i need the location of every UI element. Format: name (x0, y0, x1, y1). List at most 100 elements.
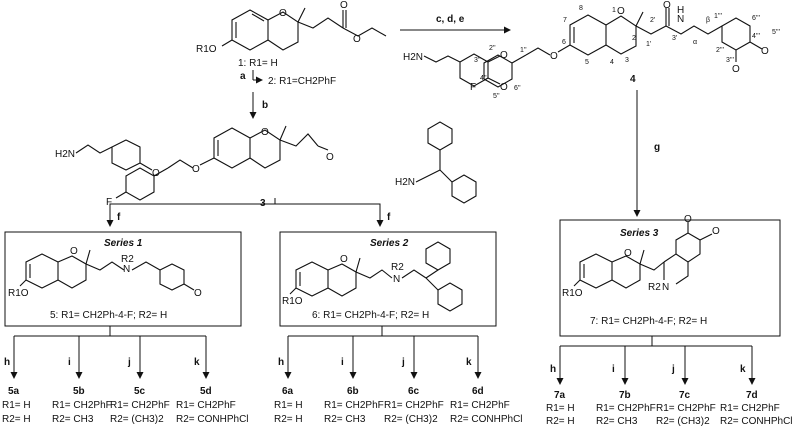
series-2-caption: 6: R1= CH2Ph-4-F; R2= H (312, 310, 429, 321)
svg-text:β: β (706, 17, 710, 24)
svg-text:2': 2' (650, 17, 655, 24)
product-r1: R1= H (2, 400, 31, 411)
product-r1: R1= CH2PhF (656, 403, 716, 414)
svg-text:O: O (192, 164, 200, 175)
svg-text:7: 7 (563, 17, 567, 24)
step-b-label: b (262, 100, 268, 111)
product-id: 7a (554, 390, 566, 401)
svg-text:2'': 2'' (489, 45, 496, 52)
diphenylethylamine-reagent: H2N (395, 121, 477, 204)
series-1-caption: 5: R1= CH2Ph-4-F; R2= H (50, 310, 167, 321)
product-step-label: h (550, 364, 556, 375)
svg-text:N: N (662, 282, 669, 293)
product-step-label: j (127, 357, 131, 368)
atom-O: O (353, 34, 361, 45)
svg-text:5''': 5''' (772, 29, 780, 36)
product-step-label: k (740, 364, 746, 375)
svg-text:F: F (470, 82, 476, 93)
svg-text:N: N (123, 264, 130, 275)
series-2-title: Series 2 (370, 238, 409, 249)
product-r2: R2= (CH3)2 (384, 414, 438, 425)
svg-text:R2: R2 (121, 254, 134, 265)
svg-text:1': 1' (646, 41, 651, 48)
atom-R1O: R1O (196, 44, 217, 55)
svg-text:N: N (677, 14, 684, 25)
product-id: 6a (282, 386, 294, 397)
compound-1-label: 1: R1= H (238, 58, 278, 69)
series-3-box (559, 219, 781, 337)
product-r2: R2= CONHPhCl (176, 414, 249, 425)
atom-O: O (279, 8, 287, 19)
svg-text:R2: R2 (391, 262, 404, 273)
svg-text:O: O (663, 0, 671, 11)
svg-text:N: N (393, 274, 400, 285)
product-r1: R1= CH2PhF (324, 400, 384, 411)
svg-text:H2N: H2N (395, 177, 415, 188)
svg-text:O: O (624, 248, 632, 259)
product-id: 5d (200, 386, 212, 397)
svg-text:1''': 1''' (714, 13, 722, 20)
step-g-label: g (654, 142, 660, 153)
product-r1: R1= CH2PhF (384, 400, 444, 411)
svg-text:3''': 3''' (726, 57, 734, 64)
svg-text:2: 2 (632, 35, 636, 42)
svg-text:6: 6 (562, 39, 566, 46)
product-step-label: h (4, 357, 10, 368)
product-r2: R2= CH3 (596, 416, 638, 427)
svg-text:O: O (326, 152, 334, 163)
svg-text:5: 5 (585, 59, 589, 66)
product-id: 7c (679, 390, 691, 401)
svg-text:6''': 6''' (752, 15, 760, 22)
compound-3-structure: O O O F (106, 125, 334, 208)
svg-text:R2: R2 (648, 282, 661, 293)
svg-text:O: O (152, 168, 160, 179)
svg-text:3: 3 (625, 57, 629, 64)
product-r2: R2= H (2, 414, 31, 425)
product-id: 6c (408, 386, 420, 397)
svg-text:O: O (500, 82, 508, 93)
series-3-branches (556, 336, 756, 385)
svg-text:1: 1 (612, 7, 616, 14)
svg-text:F: F (106, 197, 112, 208)
series-3-title: Series 3 (620, 228, 659, 239)
product-r1: R1= CH2PhF (176, 400, 236, 411)
svg-text:4''': 4''' (752, 33, 760, 40)
product-r1: R1= CH2PhF (720, 403, 780, 414)
svg-text:5'': 5'' (493, 93, 500, 100)
product-id: 6b (347, 386, 359, 397)
series-2-branches (284, 326, 482, 379)
step-a-label: a (240, 71, 246, 82)
series-2-structure: O N R2 R1O (282, 241, 463, 312)
svg-text:O: O (617, 6, 625, 17)
svg-text:1'': 1'' (520, 47, 527, 54)
svg-text:O: O (684, 214, 692, 225)
svg-text:O: O (261, 127, 269, 138)
methoxyphenethylamine-reagent: H2N O (55, 139, 160, 179)
product-r2: R2= CH3 (324, 414, 366, 425)
svg-text:R1O: R1O (8, 288, 29, 299)
svg-text:3': 3' (672, 35, 677, 42)
svg-text:O: O (732, 64, 740, 75)
product-r1: R1= CH2PhF (52, 400, 112, 411)
svg-text:O: O (500, 50, 508, 61)
product-id: 7b (619, 390, 631, 401)
series-1-structure: O N R2 O R1O (8, 246, 202, 299)
svg-text:O: O (550, 51, 558, 62)
step-f2-label: f (387, 212, 391, 223)
svg-text:4: 4 (610, 59, 614, 66)
product-r2: R2= (CH3)2 (110, 414, 164, 425)
product-id: 5a (8, 386, 20, 397)
product-r2: R2= CH3 (52, 414, 94, 425)
product-r1: R1= CH2PhF (450, 400, 510, 411)
product-step-label: i (612, 364, 615, 375)
product-step-label: k (466, 357, 472, 368)
compound-1-2-structure: O O O R1O (196, 0, 387, 55)
product-id: 5c (134, 386, 146, 397)
svg-text:O: O (70, 246, 78, 257)
product-r2: R2= H (274, 414, 303, 425)
series-1-branches (10, 326, 210, 379)
product-r1: R1= CH2PhF (596, 403, 656, 414)
product-step-label: i (68, 357, 71, 368)
